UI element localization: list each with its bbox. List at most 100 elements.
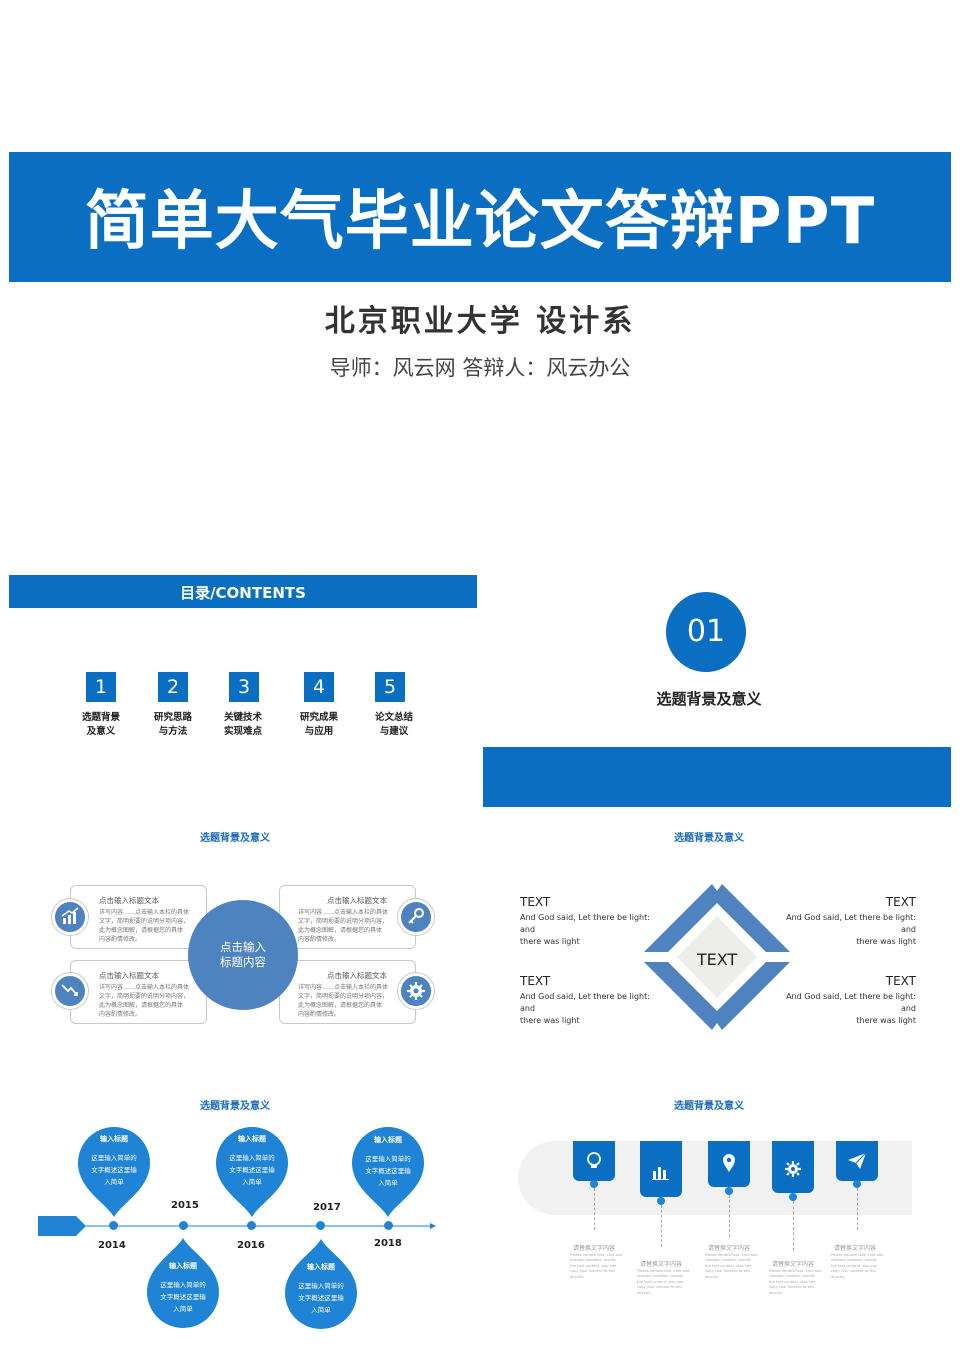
item-text-line: Please replace text, click add (831, 1253, 884, 1257)
block-body-line: there was light (520, 937, 580, 946)
item-text-line: Please replace text, click add (637, 1269, 690, 1273)
drop-text: 这里输入简单的 文字概述这里输 入简单 (145, 1279, 221, 1315)
item-text-line: relevant headline, modify (769, 1274, 816, 1279)
section-number: 01 (666, 592, 746, 672)
center-line1: 点击输入 (220, 940, 266, 954)
diamond-graphic (644, 884, 790, 1030)
slide4-heading: 选题背景及意义 (200, 833, 270, 844)
card-text-line: 详写内容……点击输入本栏的具体 (99, 909, 190, 916)
toc-label-line1: 选题背景 (81, 712, 120, 723)
item-text-line: relevant headline, modify (705, 1258, 752, 1263)
gear-icon (398, 973, 434, 1009)
drop-text: 这里输入简单的 文字概述这里输 入简单 (283, 1280, 359, 1316)
drop-marker (147, 1238, 219, 1328)
drop-text-line: 这里输入简单的 (365, 1155, 411, 1163)
section-bar (483, 747, 951, 807)
toc-label-1: 选题背景 及意义 (66, 711, 136, 739)
drop-text-line: 文字概述这里输 (365, 1167, 411, 1175)
card-bottom-right: 点击输入标题文本 详写内容……点击输入本栏的具体 文字，简明扼要的说明分项内容，… (279, 960, 416, 1024)
block-heading: TEXT (885, 974, 916, 988)
block-heading: TEXT (520, 974, 551, 988)
timeline-dot (316, 1221, 325, 1230)
item-text-line: copy your content to this (705, 1269, 751, 1274)
toc-label-line2: 与建议 (379, 726, 409, 737)
connector-dot (590, 1180, 598, 1188)
connector-dot (853, 1180, 861, 1188)
card-top-left: 点击输入标题文本 详写内容……点击输入本栏的具体 文字，简明扼要的说明分项内容，… (70, 885, 207, 949)
item-text-line: Please replace text, click add (705, 1253, 758, 1257)
item-text-line: copy your content to this (769, 1285, 815, 1290)
card-text-line: 详写内容……点击输入本栏的具体 (298, 909, 389, 916)
drop-title: 输入标题 (307, 1263, 335, 1271)
item-text-line: Please replace text, click add (570, 1253, 623, 1257)
contents-title: 目录/CONTENTS (180, 584, 306, 602)
drop-text-line: 入简单 (242, 1178, 262, 1186)
card-title: 点击输入标题文本 (327, 896, 387, 905)
item-text-line: relevant headline, modify (570, 1258, 617, 1263)
year-label: 2016 (237, 1240, 265, 1251)
gear-icon (772, 1141, 814, 1193)
block-body: And God said, Let there be light: and th… (771, 912, 916, 948)
toc-label-line2: 与应用 (304, 726, 334, 737)
card-text: 详写内容……点击输入本栏的具体 文字，简明扼要的说明分项内容， 此为概念图解，请… (99, 983, 195, 1019)
year-label: 2017 (313, 1202, 341, 1213)
card-title: 点击输入标题文本 (327, 971, 387, 980)
growth-chart-icon (52, 899, 88, 935)
card-text-line: 文字，简明扼要的说明分项内容， (99, 918, 190, 925)
card-text-line: 内容酌情修改。 (298, 936, 341, 943)
card-text-line: 详写内容……点击输入本栏的具体 (298, 984, 389, 991)
item-text-line: directly. (769, 1290, 784, 1295)
toc-number-1: 1 (86, 672, 116, 702)
item-text-line: directly. (705, 1274, 720, 1279)
card-text-line: 此为概念图解，请根据您的具体 (298, 927, 383, 934)
slide5-heading: 选题背景及意义 (674, 833, 744, 844)
main-title: 简单大气毕业论文答辩PPT (84, 185, 876, 259)
item-text: Please replace text, click add relevant … (831, 1253, 885, 1280)
toc-number-4: 4 (304, 672, 334, 702)
card-title: 点击输入标题文本 (99, 971, 159, 980)
drop-marker (78, 1127, 150, 1217)
card-text-line: 内容酌情修改。 (298, 1011, 341, 1018)
item-text-line: directly. (831, 1274, 846, 1279)
connector-line (793, 1201, 794, 1251)
card-text: 详写内容……点击输入本栏的具体 文字，简明扼要的说明分项内容， 此为概念图解，请… (298, 908, 394, 944)
drop-title: 输入标题 (374, 1136, 402, 1144)
block-body-line: there was light (856, 937, 916, 946)
toc-label-2: 研究思路 与方法 (138, 711, 208, 739)
toc-label-line1: 研究成果 (299, 712, 338, 723)
drop-title: 输入标题 (238, 1135, 266, 1143)
item-text-line: copy your content to this (831, 1269, 877, 1274)
item-text-line: Please replace text, click add (769, 1269, 822, 1273)
connector-dot (725, 1187, 733, 1195)
drop-text-line: 入简单 (173, 1305, 193, 1313)
item-text: Please replace text, click add relevant … (570, 1253, 624, 1280)
drop-text-line: 文字概述这里输 (91, 1166, 137, 1174)
item-text-line: the text content, also can (705, 1263, 752, 1268)
item-text-line: relevant headline, modify (831, 1258, 878, 1263)
card-text: 详写内容……点击输入本栏的具体 文字，简明扼要的说明分项内容， 此为概念图解，请… (99, 908, 195, 944)
toc-number-3: 3 (229, 672, 259, 702)
card-text-line: 文字，简明扼要的说明分项内容， (99, 993, 190, 1000)
toc-number-2: 2 (158, 672, 188, 702)
card-text-line: 内容酌情修改。 (99, 1011, 142, 1018)
block-body: And God said, Let there be light: and th… (771, 991, 916, 1027)
card-text: 详写内容……点击输入本栏的具体 文字，简明扼要的说明分项内容， 此为概念图解，请… (298, 983, 394, 1019)
drop-title: 输入标题 (169, 1262, 197, 1270)
timeline-dot (109, 1221, 118, 1230)
drop-text-line: 这里输入简单的 (229, 1154, 275, 1162)
card-top-right: 点击输入标题文本 详写内容……点击输入本栏的具体 文字，简明扼要的说明分项内容，… (279, 885, 416, 949)
drop-text-line: 文字概述这里输 (229, 1166, 275, 1174)
card-text-line: 文字，简明扼要的说明分项内容， (298, 993, 389, 1000)
block-body: And God said, Let there be light: and th… (520, 912, 665, 948)
block-body-line: And God said, Let there be light: and (786, 992, 916, 1013)
card-text-line: 内容酌情修改。 (99, 936, 142, 943)
timeline-axis (38, 1216, 436, 1236)
drop-title: 输入标题 (100, 1135, 128, 1143)
connector-line (661, 1205, 662, 1247)
drop-text-line: 这里输入简单的 (160, 1281, 206, 1289)
slide7-heading: 选题背景及意义 (674, 1101, 744, 1112)
item-text: Please replace text, click add relevant … (769, 1269, 823, 1296)
item-text-line: relevant headline, modify (637, 1274, 684, 1279)
timeline-dot (179, 1221, 188, 1230)
card-text-line: 此为概念图解，请根据您的具体 (298, 1002, 383, 1009)
